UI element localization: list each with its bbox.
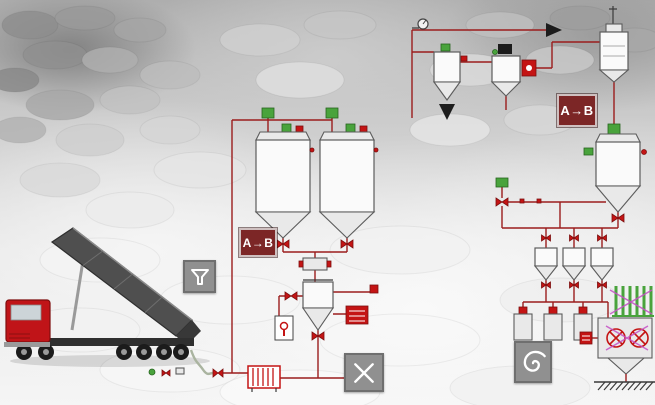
spiral-icon — [523, 350, 546, 372]
discharge-hose — [189, 349, 214, 376]
ingredient-containers — [513, 306, 593, 341]
storage-silo-1 — [254, 107, 315, 249]
spiral-badge — [514, 341, 552, 383]
trailer-ribs — [82, 250, 163, 313]
cyclone-filter-2 — [490, 44, 537, 97]
container-1 — [513, 306, 533, 341]
route-badge-left: A→B — [239, 228, 277, 257]
route-badge-left-label: A→B — [242, 235, 274, 250]
indicator-card — [274, 315, 294, 341]
silo1-discharge-valve — [276, 239, 290, 249]
product-hopper — [583, 123, 647, 223]
route-badge-right-label: A→B — [560, 103, 594, 118]
truck-wheels — [16, 344, 189, 360]
weigh-hopper — [302, 281, 334, 309]
hopper-sensor — [641, 149, 647, 155]
dosing-station — [274, 257, 379, 341]
dosing-hopper-2 — [561, 247, 587, 289]
mixer-feed-valve — [579, 331, 593, 345]
dosing-hopper-1 — [533, 247, 559, 289]
rotary-airlock — [521, 59, 537, 77]
filter-valve — [495, 177, 509, 188]
cab-window — [10, 304, 42, 321]
silo1-filter-unit — [281, 123, 292, 133]
route-badge-right: A→B — [557, 94, 597, 127]
mixer-motion-marks — [605, 325, 649, 351]
unloading-fittings — [148, 367, 224, 378]
blower-unit — [247, 365, 281, 392]
mixer-motion-marks-top — [609, 289, 653, 315]
mixer-outlet-cone — [606, 357, 646, 375]
mixer-blades-icon — [354, 362, 374, 383]
hopper-inlet-valve — [607, 123, 621, 135]
rotary-feeder — [302, 257, 328, 271]
discharge-arrow — [439, 104, 455, 120]
container-2 — [543, 306, 563, 341]
mixer-badge — [344, 353, 384, 392]
diverter-valve — [495, 197, 509, 207]
funnel-badge — [183, 260, 216, 293]
dosing-hoppers — [533, 234, 615, 289]
cyclone1-vent-valve — [440, 43, 451, 52]
silo2-level-sensor — [373, 147, 379, 153]
silo2-discharge-valve — [340, 239, 354, 249]
hopper-vent — [583, 147, 594, 156]
inlet-side-valve — [284, 291, 298, 301]
day-bin-cap — [605, 23, 623, 33]
hose-coupling — [148, 368, 156, 376]
silo1-inlet-valve — [261, 107, 275, 119]
flow-arrow — [546, 23, 562, 37]
ground-hatch — [594, 381, 655, 391]
pressure-sensor — [369, 284, 379, 294]
hopper-discharge-valve — [611, 213, 625, 223]
intake-valve — [212, 368, 224, 378]
dosing-hopper-3 — [589, 247, 615, 289]
truck-chassis — [46, 338, 194, 346]
mixer-unit — [579, 286, 655, 391]
silo2-inlet-valve — [325, 107, 339, 119]
storage-silo-2 — [318, 107, 379, 249]
dump-truck — [4, 227, 214, 376]
cyclone-filter-1 — [432, 43, 468, 120]
top-conveying-line — [417, 18, 562, 37]
hose-adapter — [175, 367, 185, 375]
silo1-pressure-relief — [295, 125, 304, 133]
silo1-level-sensor — [309, 147, 315, 153]
day-bin-silo — [598, 6, 630, 83]
cab-bumper — [4, 342, 50, 347]
silo2-filter-unit — [345, 123, 356, 133]
weigh-hopper-valve — [311, 331, 325, 341]
truck-cab — [4, 299, 51, 347]
inline-filter-assembly — [495, 177, 542, 207]
filter-motor — [498, 44, 512, 54]
hose-valve — [161, 369, 171, 377]
control-box — [345, 305, 369, 325]
funnel-icon — [190, 268, 209, 285]
silo2-pressure-relief — [359, 125, 368, 133]
